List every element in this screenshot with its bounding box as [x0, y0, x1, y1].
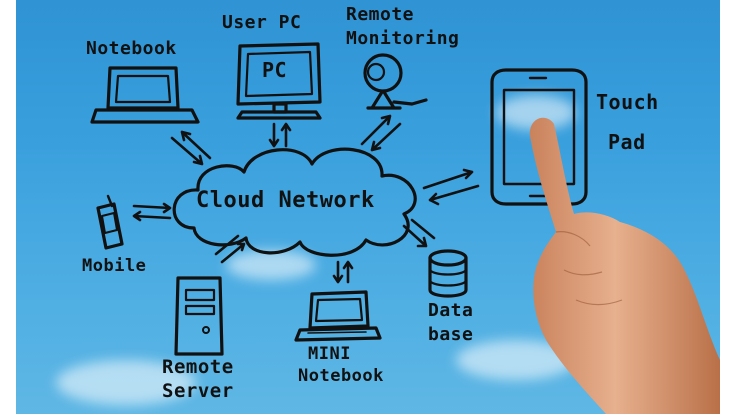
- mobile-label: Mobile: [82, 256, 147, 276]
- sky-cloud: [226, 250, 316, 280]
- sketch-drawing: [90, 42, 588, 356]
- photo-stage: Notebook User PC PC Remote Monitoring To…: [16, 0, 720, 414]
- laptop-icon: [90, 66, 200, 124]
- remote-server-label-line2: Server: [162, 380, 234, 402]
- cloud-icon: [172, 147, 417, 257]
- monitor-icon: [236, 42, 322, 120]
- webcam-icon: [363, 53, 428, 110]
- server-icon: [174, 276, 224, 356]
- notebook-label: Notebook: [86, 38, 177, 59]
- sky-cloud: [56, 360, 196, 405]
- phone-icon: [96, 194, 124, 250]
- cloud-network-label: Cloud Network: [196, 188, 375, 213]
- connection-arrows: [132, 114, 480, 284]
- pc-screen-text: PC: [262, 58, 288, 82]
- remote-monitoring-label-line1: Remote: [346, 4, 415, 25]
- mini-notebook-label-line2: Notebook: [298, 366, 384, 386]
- database-label-line1: Data: [428, 300, 474, 321]
- mini-laptop-icon: [294, 290, 382, 342]
- database-label-line2: base: [428, 324, 474, 345]
- mini-notebook-label-line1: MINI: [308, 344, 351, 364]
- remote-monitoring-label-line2: Monitoring: [346, 28, 460, 49]
- user-pc-label: User PC: [222, 12, 302, 33]
- hand-icon: [529, 117, 720, 414]
- touch-pad-label-line1: Touch: [596, 90, 659, 114]
- database-icon: [428, 249, 468, 298]
- remote-server-label-line1: Remote: [162, 356, 234, 378]
- touch-pad-label-line2: Pad: [608, 130, 646, 154]
